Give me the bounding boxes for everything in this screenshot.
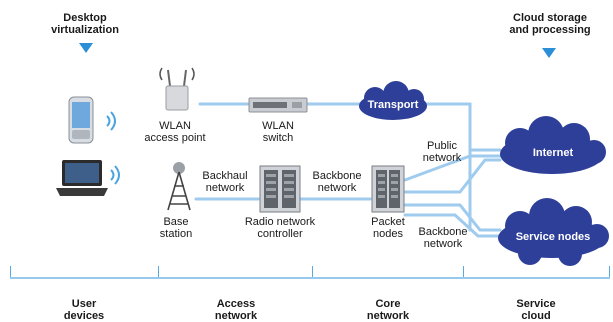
backhaul-network-label: Backhaul network	[202, 170, 248, 194]
transport-label: Transport	[367, 99, 419, 111]
internet-label: Internet	[532, 147, 574, 159]
segment-tick	[158, 266, 159, 277]
server-rack-icon	[370, 164, 406, 219]
desktop-virtualization-label: Desktop virtualization	[51, 12, 119, 36]
base-station-label: Base station	[159, 216, 193, 240]
desktop-virtualization-arrow-icon	[79, 43, 93, 53]
wlan-access-point-icon	[154, 66, 200, 119]
cloud-storage-label: Cloud storage and processing	[509, 12, 591, 36]
service-nodes-cloud	[498, 198, 609, 266]
wlan-switch-icon	[248, 96, 308, 119]
server-rack-icon	[258, 164, 302, 219]
wlan-switch-label: WLAN switch	[262, 120, 294, 144]
transport-cloud	[359, 81, 427, 120]
smartphone-icon	[68, 96, 94, 144]
wlan-access-point-label: WLAN access point	[144, 120, 206, 144]
segment-tick	[10, 266, 11, 277]
base-station-tower-icon	[164, 160, 194, 217]
wireless-signal-icon	[104, 110, 120, 137]
radio-network-controller-label: Radio network controller	[244, 216, 316, 240]
cloud-storage-arrow-icon	[542, 48, 556, 58]
service-nodes-label: Service nodes	[515, 231, 591, 243]
segment-core-network-label: Core network	[366, 298, 410, 322]
segment-tick	[463, 266, 464, 277]
backbone-network-label: Backbone network	[312, 170, 362, 194]
public-network-label: Public network	[422, 140, 462, 164]
internet-cloud	[500, 116, 606, 174]
segment-service-cloud-label: Service cloud	[516, 298, 556, 322]
segment-tick	[312, 266, 313, 277]
segment-access-network-label: Access network	[214, 298, 258, 322]
laptop-icon	[54, 158, 110, 203]
segment-tick	[609, 266, 610, 277]
wireless-signal-icon	[108, 164, 124, 191]
backbone-network-label: Backbone network	[418, 226, 468, 250]
segment-user-devices-label: User devices	[63, 298, 105, 322]
packet-nodes-label: Packet nodes	[371, 216, 405, 240]
